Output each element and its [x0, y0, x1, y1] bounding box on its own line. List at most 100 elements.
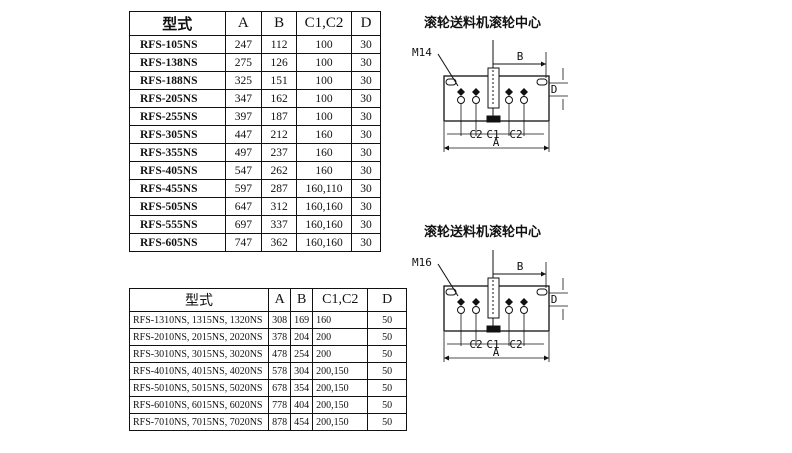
cell-c1-c2: 160 [296, 143, 353, 162]
table-header-row: 型式 A B C1,C2 D [128, 288, 407, 312]
bolt-hole [520, 306, 528, 314]
cell-b: 337 [261, 215, 298, 234]
cell-b: 262 [261, 161, 298, 180]
cell-d: 50 [367, 396, 407, 414]
cell-model: RFS-2010NS, 2015NS, 2020NS [128, 328, 270, 346]
cell-a: 378 [268, 328, 292, 346]
cell-model: RFS-7010NS, 7015NS, 7020NS [128, 413, 270, 431]
cell-b: 162 [261, 89, 298, 108]
cell-model: RFS-505NS [129, 197, 226, 216]
cell-a: 747 [224, 233, 263, 252]
dimension-label-c2-left: C2 [469, 338, 482, 351]
cell-b: 354 [290, 379, 314, 397]
roller-base [486, 115, 501, 123]
cell-d: 30 [351, 233, 381, 252]
cell-model: RFS-1310NS, 1315NS, 1320NS [128, 311, 270, 329]
cell-model: RFS-455NS [129, 179, 226, 198]
cell-a: 778 [268, 396, 292, 414]
cell-b: 126 [261, 53, 298, 72]
cell-model: RFS-105NS [129, 35, 226, 54]
cell-a: 325 [224, 71, 263, 90]
bolt-leader-line [437, 53, 459, 87]
cell-c1-c2: 100 [296, 107, 353, 126]
cell-model: RFS-405NS [129, 161, 226, 180]
cell-b: 112 [261, 35, 298, 54]
bolt-size-label: M14 [412, 46, 432, 59]
cell-c1-c2: 200,150 [312, 379, 369, 397]
cell-b: 287 [261, 179, 298, 198]
dimension-label-a: A [493, 346, 500, 359]
cell-c1-c2: 160 [296, 125, 353, 144]
dimension-label-b: B [517, 50, 524, 63]
cell-b: 151 [261, 71, 298, 90]
diagram-title: 滚轮送料机滚轮中心 [424, 16, 542, 31]
cell-model: RFS-305NS [129, 125, 226, 144]
cell-a: 597 [224, 179, 263, 198]
cell-d: 30 [351, 71, 381, 90]
cell-model: RFS-355NS [129, 143, 226, 162]
cell-a: 878 [268, 413, 292, 431]
bolt-size-label: M16 [412, 256, 432, 269]
cell-d: 50 [367, 311, 407, 329]
cell-c1-c2: 200,150 [312, 362, 369, 380]
header-b: B [261, 11, 298, 36]
cell-a: 497 [224, 143, 263, 162]
bolt-leader-line [437, 263, 459, 297]
cell-c1-c2: 100 [296, 35, 353, 54]
header-c1-c2: C1,C2 [312, 288, 369, 312]
cell-model: RFS-605NS [129, 233, 226, 252]
cell-d: 50 [367, 362, 407, 380]
cell-a: 397 [224, 107, 263, 126]
cell-b: 169 [290, 311, 314, 329]
cell-a: 275 [224, 53, 263, 72]
cell-b: 254 [290, 345, 314, 363]
cell-a: 347 [224, 89, 263, 108]
right-slot [536, 288, 548, 296]
cell-c1-c2: 200,150 [312, 396, 369, 414]
cell-a: 478 [268, 345, 292, 363]
cell-b: 187 [261, 107, 298, 126]
cell-b: 237 [261, 143, 298, 162]
header-c1-c2: C1,C2 [296, 11, 353, 36]
a-arrow-left [444, 145, 449, 151]
dimension-label-d: D [551, 83, 558, 96]
cell-b: 312 [261, 197, 298, 216]
bolt-diamond [457, 88, 465, 96]
cell-model: RFS-205NS [129, 89, 226, 108]
bolt-hole [505, 96, 513, 104]
bolt-diamond [472, 298, 480, 306]
cell-d: 30 [351, 107, 381, 126]
cell-model: RFS-5010NS, 5015NS, 5020NS [128, 379, 270, 397]
b-arrow [541, 61, 546, 67]
dimension-label-a: A [493, 136, 500, 149]
cell-d: 30 [351, 53, 381, 72]
b-arrow [541, 271, 546, 277]
cell-c1-c2: 200 [312, 328, 369, 346]
dimension-label-b: B [517, 260, 524, 273]
dimension-label-c2-right: C2 [509, 338, 522, 351]
cell-b: 304 [290, 362, 314, 380]
cell-d: 30 [351, 179, 381, 198]
cell-c1-c2: 160 [312, 311, 369, 329]
bolt-diamond [520, 88, 528, 96]
cell-a: 447 [224, 125, 263, 144]
cell-a: 578 [268, 362, 292, 380]
cell-c1-c2: 160,160 [296, 233, 353, 252]
cell-d: 30 [351, 35, 381, 54]
cell-d: 50 [367, 413, 407, 431]
cell-b: 204 [290, 328, 314, 346]
cell-model: RFS-188NS [129, 71, 226, 90]
cell-d: 30 [351, 161, 381, 180]
cell-model: RFS-4010NS, 4015NS, 4020NS [128, 362, 270, 380]
cell-a: 308 [268, 311, 292, 329]
bolt-hole [520, 96, 528, 104]
